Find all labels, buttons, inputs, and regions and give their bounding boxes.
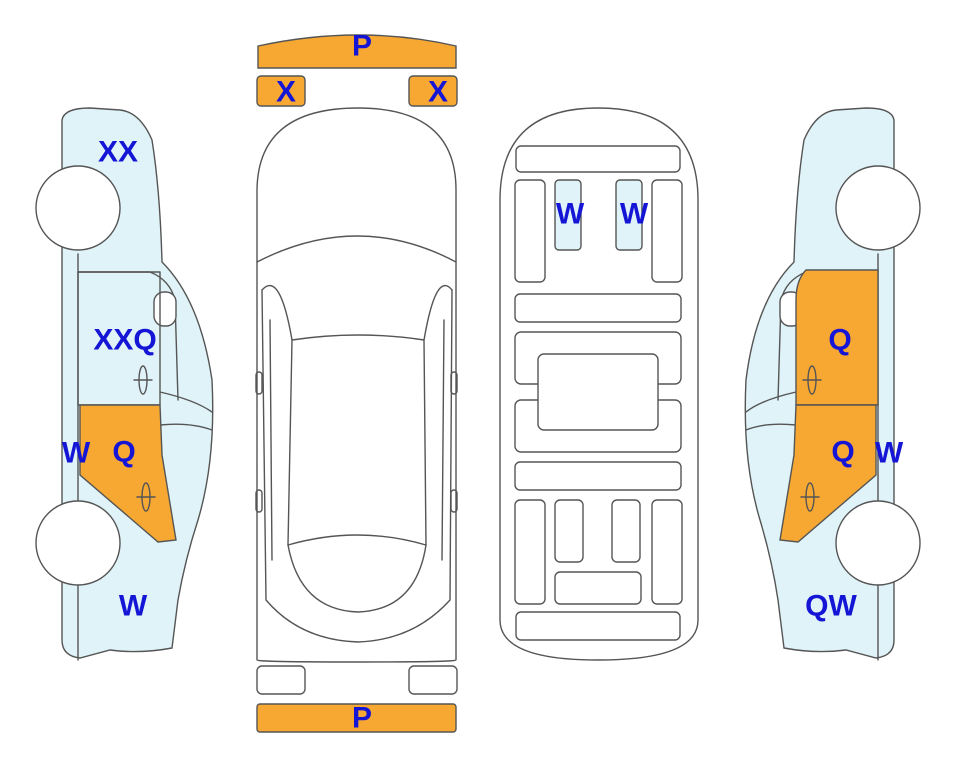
right-rear-door-code: Q	[831, 436, 854, 469]
front-bumper-code: P	[352, 30, 372, 63]
left-front-door[interactable]: XXQ	[77, 271, 161, 406]
left-rear-quarter-code: W	[119, 590, 148, 623]
front-right-lamp-code: X	[428, 76, 448, 109]
left-roof-code: XX	[98, 136, 138, 169]
front-right-lamp[interactable]: X	[408, 75, 458, 109]
right-rear-quarter-code: QW	[805, 590, 857, 623]
left-rear-door-code: Q	[112, 436, 135, 469]
right-front-door[interactable]: Q	[795, 269, 879, 406]
interior-seat-right-code: W	[620, 198, 649, 231]
right-rear-quarter[interactable]: QW	[805, 590, 857, 623]
rear-bumper-code: P	[352, 702, 372, 735]
left-rear-wheel	[35, 500, 121, 586]
right-rear-door-side-code: W	[875, 437, 904, 470]
front-left-lamp[interactable]: X	[256, 75, 306, 109]
car-top-view	[255, 107, 458, 663]
rear-right-lamp[interactable]	[408, 665, 458, 695]
interior-seat-left[interactable]: W	[554, 179, 585, 251]
rear-left-lamp[interactable]	[256, 665, 306, 695]
right-front-wheel	[835, 165, 921, 251]
interior-seat-right[interactable]: W	[615, 179, 649, 251]
left-roof[interactable]: XX	[98, 136, 138, 169]
left-front-door-code: XXQ	[93, 324, 156, 357]
car-interior-view	[499, 107, 699, 661]
rear-bumper[interactable]: P	[256, 702, 457, 735]
front-bumper[interactable]: P	[257, 30, 457, 69]
left-front-wheel	[35, 165, 121, 251]
right-rear-wheel	[835, 500, 921, 586]
interior-seat-left-code: W	[556, 198, 585, 231]
right-front-door-code: Q	[828, 324, 851, 357]
left-rear-door-side-code: W	[62, 437, 91, 470]
front-left-lamp-code: X	[276, 76, 296, 109]
left-rear-door[interactable]: Q	[79, 404, 177, 543]
right-rear-door[interactable]: Q	[779, 404, 877, 543]
left-rear-quarter[interactable]: W	[119, 590, 148, 623]
